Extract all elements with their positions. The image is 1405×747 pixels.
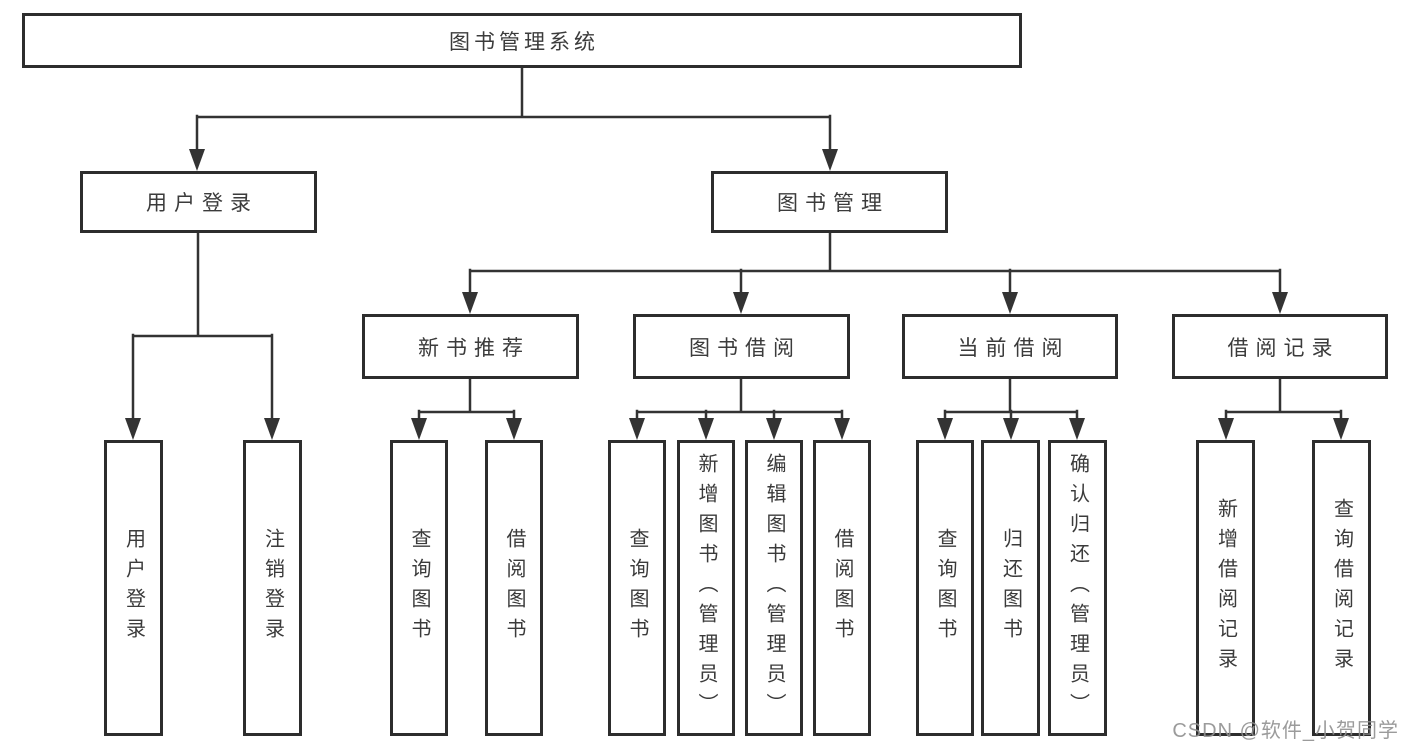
leaf-confirm-return-admin: 确认归还（管理员） <box>1048 440 1107 736</box>
connector-paths <box>131 66 1343 422</box>
leaf-add-borrow-record: 新增借阅记录 <box>1196 440 1255 736</box>
leaf-query-book-3-label: 查询图书 <box>934 528 956 648</box>
leaf-query-book-2-label: 查询图书 <box>626 528 648 648</box>
leaf-query-book-1: 查询图书 <box>390 440 448 736</box>
leaf-query-borrow-record: 查询借阅记录 <box>1312 440 1371 736</box>
leaf-edit-book-admin: 编辑图书（管理员） <box>745 440 803 736</box>
leaf-return-book: 归还图书 <box>981 440 1040 736</box>
node-borrow-records: 借阅记录 <box>1172 314 1388 379</box>
leaf-borrow-book-2-label: 借阅图书 <box>831 528 853 648</box>
node-current-borrow: 当前借阅 <box>902 314 1118 379</box>
leaf-borrow-book-1: 借阅图书 <box>485 440 543 736</box>
leaf-add-book-admin: 新增图书（管理员） <box>677 440 735 736</box>
leaf-query-borrow-record-label: 查询借阅记录 <box>1330 498 1353 678</box>
leaf-borrow-book-2: 借阅图书 <box>813 440 871 736</box>
leaf-query-book-2: 查询图书 <box>608 440 666 736</box>
leaf-add-book-admin-label: 新增图书（管理员） <box>695 453 717 723</box>
leaf-query-book-1-label: 查询图书 <box>408 528 430 648</box>
arrowheads <box>125 149 1349 440</box>
watermark-text: CSDN @软件_小贺同学 <box>1172 720 1399 742</box>
leaf-logout: 注销登录 <box>243 440 302 736</box>
node-new-book-recommend: 新书推荐 <box>362 314 579 379</box>
leaf-return-book-label: 归还图书 <box>999 528 1022 648</box>
leaf-user-login: 用户登录 <box>104 440 163 736</box>
leaf-confirm-return-admin-label: 确认归还（管理员） <box>1066 453 1089 723</box>
leaf-edit-book-admin-label: 编辑图书（管理员） <box>763 453 785 723</box>
node-book-management: 图书管理 <box>711 171 948 233</box>
leaf-borrow-book-1-label: 借阅图书 <box>503 528 525 648</box>
leaf-add-borrow-record-label: 新增借阅记录 <box>1214 498 1237 678</box>
leaf-user-login-label: 用户登录 <box>122 528 145 648</box>
leaf-logout-label: 注销登录 <box>261 528 284 648</box>
node-user-login: 用户登录 <box>80 171 317 233</box>
node-root: 图书管理系统 <box>22 13 1022 68</box>
leaf-query-book-3: 查询图书 <box>916 440 974 736</box>
node-book-borrow: 图书借阅 <box>633 314 850 379</box>
